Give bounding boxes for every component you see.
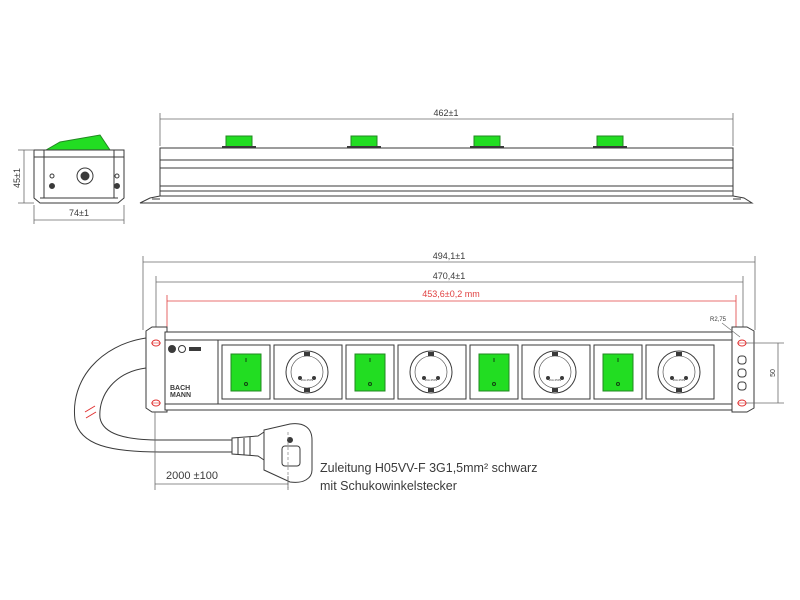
side-width-label: 74±1 xyxy=(69,208,89,218)
side-knob xyxy=(76,167,94,185)
top-body xyxy=(159,147,734,197)
front-dimensions xyxy=(142,256,756,335)
top-length-label: 462±1 xyxy=(434,108,459,118)
cable-length-label: 2000 ±100 xyxy=(166,470,218,482)
front-switch-2 xyxy=(354,353,386,392)
left-bracket xyxy=(145,326,168,413)
side-height-label: 45±1 xyxy=(12,168,22,188)
socket-marking-4: 16A 250V xyxy=(672,378,685,382)
top-switch-2 xyxy=(350,135,378,148)
cable-note-line1: Zuleitung H05VV-F 3G1,5mm² schwarz xyxy=(320,461,537,475)
socket-1 xyxy=(285,350,329,394)
module-pair-1 xyxy=(221,344,343,400)
socket-marking-1: 16A 250V xyxy=(300,378,313,382)
side-housing xyxy=(33,149,125,204)
schuko-plug xyxy=(231,423,313,488)
side-view xyxy=(33,134,125,204)
top-switch-1 xyxy=(225,135,253,148)
top-switches xyxy=(222,135,627,148)
inner-length-label: 453,6±0,2 mm xyxy=(422,289,479,299)
socket-marking-3: 16A 250V xyxy=(548,378,561,382)
socket-2 xyxy=(409,350,453,394)
top-base-plate xyxy=(139,195,754,204)
bracket-height-dimension xyxy=(746,342,784,404)
left-end-module xyxy=(168,345,201,353)
top-view xyxy=(139,147,754,204)
brand-line2: MANN xyxy=(170,392,191,399)
inner-length-dimension xyxy=(166,295,737,330)
module-pair-2 xyxy=(345,344,467,400)
brand-line1: BACH xyxy=(170,385,190,392)
side-width-dimension xyxy=(33,205,125,224)
socket-marking-2: 16A 250V xyxy=(424,378,437,382)
overall-length-label: 494,1±1 xyxy=(433,251,465,261)
socket-3 xyxy=(533,350,577,394)
cable-note-line2: mit Schukowinkelstecker xyxy=(320,479,457,493)
side-height-dimension xyxy=(18,149,34,204)
socket-4 xyxy=(657,350,701,394)
side-switch-rocker xyxy=(44,134,111,151)
cable-length-dimension xyxy=(154,412,289,490)
module-pair-4 xyxy=(593,344,715,400)
bracket-height-label: 50 xyxy=(770,369,777,377)
top-length-dimension xyxy=(159,113,734,146)
right-bracket xyxy=(731,326,755,413)
top-switch-4 xyxy=(596,135,624,148)
hole-radius-label: R2,75 xyxy=(710,317,727,323)
top-switch-3 xyxy=(473,135,501,148)
mount-length-label: 470,4±1 xyxy=(433,271,465,281)
module-pair-3 xyxy=(469,344,591,400)
cable xyxy=(73,337,240,453)
